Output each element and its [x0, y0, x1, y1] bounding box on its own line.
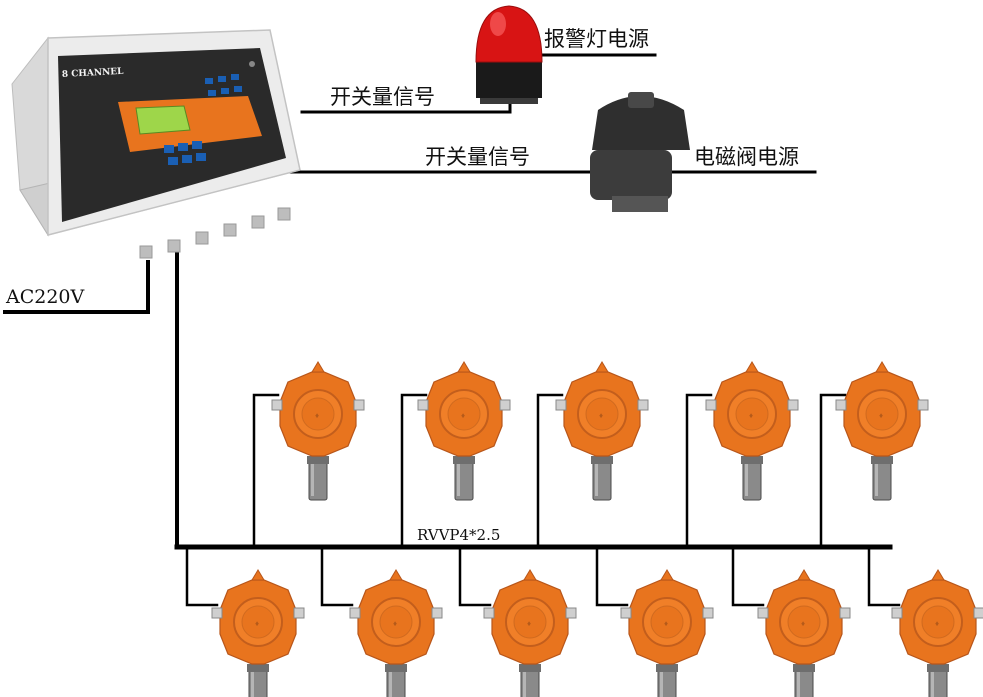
switch-signal-label-2: 开关量信号 — [425, 145, 530, 169]
solenoid-valve — [590, 92, 690, 212]
lcd-screen — [135, 105, 191, 135]
detector-bottom-4 — [620, 569, 714, 697]
detector-bottom-5 — [757, 569, 851, 697]
detector-bottom-1 — [211, 569, 305, 697]
detector-bottom-3 — [483, 569, 577, 697]
detector-top-4 — [705, 361, 799, 501]
detector-top-5 — [835, 361, 929, 501]
alarm-signal-wire — [300, 98, 512, 114]
switch-signal-label-1: 开关量信号 — [330, 85, 435, 109]
alarm-light — [475, 5, 543, 104]
ac-power-wire — [3, 260, 150, 314]
bus-cable-label: RVVP4*2.5 — [417, 526, 500, 544]
ac-power-label: AC220V — [5, 286, 85, 308]
detectors-top-row — [271, 361, 929, 501]
controller-keypad — [164, 74, 242, 165]
controller-brand-text: 8 CHANNEL — [62, 67, 125, 80]
cable-glands — [139, 207, 291, 259]
detector-bottom-2 — [349, 569, 443, 697]
gas-controller: 8 CHANNEL — [11, 29, 301, 259]
alarm-light-power-label: 报警灯电源 — [544, 27, 649, 51]
solenoid-valve-power-label: 电磁阀电源 — [694, 145, 799, 169]
detector-top-3 — [555, 361, 649, 501]
detector-top-1 — [271, 361, 365, 501]
detector-top-2 — [417, 361, 511, 501]
wires — [3, 53, 901, 607]
detector-bottom-6 — [891, 569, 983, 697]
